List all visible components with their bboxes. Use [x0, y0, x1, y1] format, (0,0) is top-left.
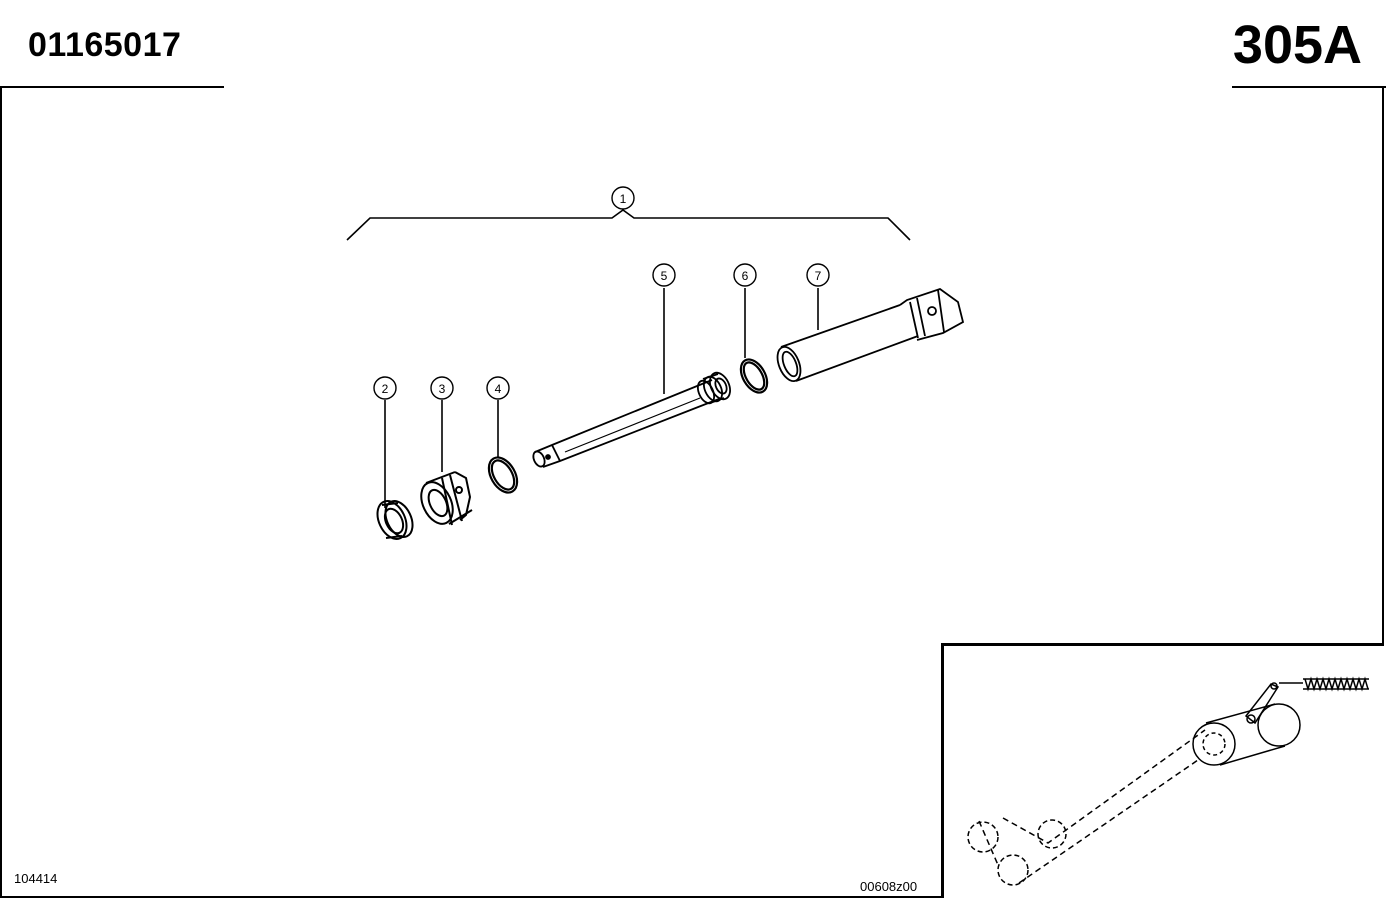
callout-label-5: 5 — [661, 269, 668, 283]
callout-label-6: 6 — [742, 269, 749, 283]
callout-circle-4 — [486, 376, 510, 400]
callout-circle-3 — [430, 376, 454, 400]
drawing-number: 104414 — [14, 871, 58, 886]
location-inset — [941, 643, 1384, 898]
callout-label-4: 4 — [495, 382, 502, 396]
shaft-part — [532, 371, 731, 468]
drawing-frame — [0, 86, 1384, 898]
callout-label-7: 7 — [815, 269, 822, 283]
callout-label-2: 2 — [382, 382, 389, 396]
callout-circle-2 — [373, 376, 397, 400]
callout-label-1: 1 — [620, 192, 627, 206]
assembly-bracket — [346, 209, 911, 241]
o-ring-small-part — [487, 456, 519, 494]
sheet-id-underline — [1232, 86, 1386, 88]
sheet-id: 305A — [1232, 15, 1362, 75]
bushing-ring-part — [376, 500, 414, 540]
o-ring-large-part — [739, 358, 769, 394]
part-number-underline — [0, 86, 224, 88]
sleeve-tube-part — [776, 288, 965, 383]
callout-label-3: 3 — [439, 382, 446, 396]
callout-circle-6 — [733, 263, 757, 287]
callout-circle-7 — [806, 263, 830, 287]
threaded-nut-part — [420, 471, 473, 526]
callout-circle-1 — [611, 186, 635, 210]
reference-code: 00608z00 — [860, 879, 918, 894]
part-number: 01165017 — [28, 26, 182, 64]
callout-circle-5 — [652, 263, 676, 287]
location-inset-drawing — [967, 676, 1369, 886]
